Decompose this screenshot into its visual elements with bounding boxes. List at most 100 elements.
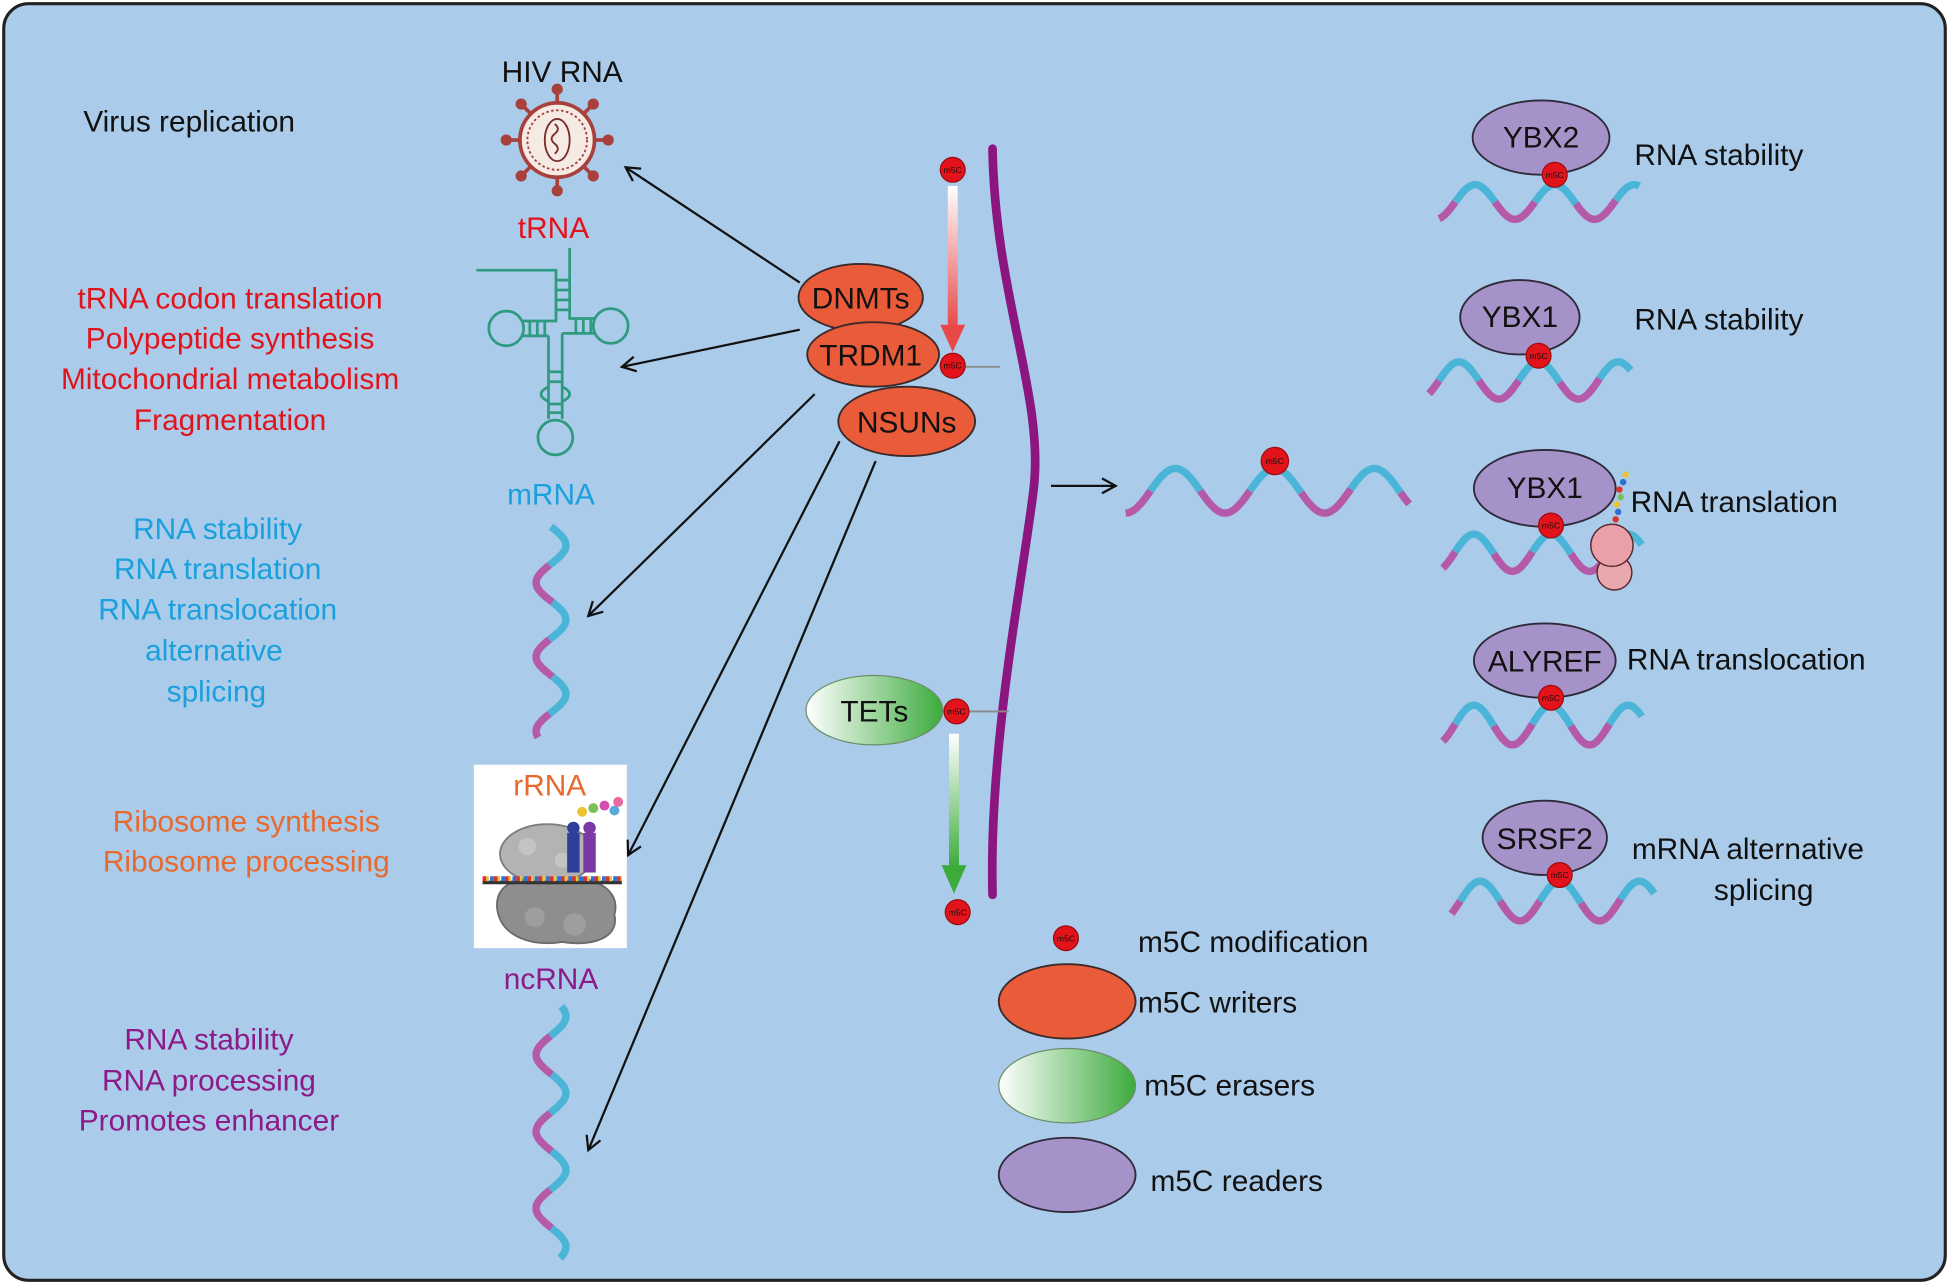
m5c-dot [1546, 861, 1573, 889]
eraser-tets-label: TETs [840, 695, 908, 728]
trna-label: tRNA [518, 212, 589, 245]
rna-strand-segment [532, 1110, 555, 1155]
rna-strand-segment [1197, 488, 1254, 517]
arrow-to-ncrna [585, 460, 877, 1153]
legend-item-erasers: m5C erasers [998, 1047, 1315, 1124]
rna-strand-segment [1612, 180, 1641, 203]
rrna-function-item: Ribosome synthesis [113, 806, 380, 839]
rna-strand-segment [1452, 180, 1499, 205]
rna-strand-segment [1496, 899, 1543, 925]
virus-icon [500, 83, 614, 197]
m5c-dot-label: m5C [1542, 693, 1560, 703]
trna-function-item: Polypeptide synthesis [86, 322, 375, 355]
rrna-label: rRNA [513, 770, 586, 803]
reader-protein-label: YBX1 [1482, 301, 1558, 334]
rna-strand-segment [1448, 899, 1464, 916]
rna-strand-segment [1490, 722, 1536, 749]
rna-strand-segment [532, 636, 555, 680]
m5c-dot-label: m5C [1542, 521, 1560, 531]
legend: m5C m5C modification m5C writers m5C era… [997, 925, 1369, 1214]
ncrna-label: ncRNA [504, 963, 599, 996]
mrna-function-item: splicing [167, 676, 267, 709]
mrna-label: mRNA [507, 478, 595, 511]
rna-backbone-line [987, 144, 1040, 900]
rna-strand-segment [547, 599, 570, 643]
hiv-function: Virus replication [83, 105, 295, 138]
rna-strand-segment [1297, 486, 1354, 517]
trna-cloverleaf-icon [476, 247, 630, 457]
m5c-dot [1541, 161, 1568, 188]
reader-function-label: RNA stability [1634, 139, 1803, 172]
writer-arrows [585, 166, 877, 1153]
reader-protein-label: YBX1 [1507, 472, 1583, 505]
m5c-dot-label: m5C [1551, 870, 1569, 880]
eraser-tets: TETs [805, 674, 944, 746]
ncrna-strand [532, 1004, 570, 1261]
rna-strand-segment [547, 673, 570, 717]
reader-function-label: RNA translocation [1627, 643, 1866, 676]
rna-strand-segment [1347, 464, 1404, 495]
m5c-dot-label: m5C [1546, 170, 1564, 180]
reader-alyref: ALYREF m5C RNA translocation [1440, 622, 1866, 749]
rna-strand-segment [547, 1071, 570, 1116]
writer-nsuns-label: NSUNs [857, 407, 956, 440]
rna-strand-segment [1572, 198, 1619, 224]
svg-text:m5C: m5C [947, 707, 965, 717]
methylation-arrow [940, 185, 966, 352]
arrow-to-mrna [586, 393, 816, 618]
mrna-functions: RNA stability RNA translation RNA transl… [98, 513, 337, 708]
mrna-function-item: RNA translocation [98, 594, 337, 627]
reader-rna-strand [1440, 701, 1645, 749]
ncrna-function-item: RNA stability [124, 1024, 293, 1057]
rna-strand-segment [547, 1148, 570, 1193]
ribosome-icon [1590, 471, 1634, 591]
mrna-function-item: RNA stability [133, 513, 302, 546]
rna-strand-segment [532, 1033, 555, 1078]
m5c-dot [1537, 684, 1565, 711]
arrow-to-rrna [626, 440, 841, 858]
rna-strand-segment [1435, 358, 1482, 383]
mrna-strand [532, 523, 570, 740]
reader-function-label: RNA translation [1631, 486, 1838, 519]
arrow-to-trna [619, 328, 800, 373]
rna-strand-segment [1452, 701, 1497, 729]
reader-protein-label: SRSF2 [1497, 823, 1593, 856]
rna-strand-segment [1556, 376, 1603, 403]
rna-strand-segment [1490, 549, 1536, 576]
ribosome-icon [482, 796, 624, 945]
reader-shape [1471, 99, 1611, 176]
writer-nsuns [837, 385, 977, 458]
legend-label: m5C modification [1138, 926, 1368, 959]
writer-dnmts-label: DNMTs [812, 283, 910, 316]
ncrna-function-item: Promotes enhancer [79, 1104, 339, 1137]
rna-strand-segment [1397, 490, 1413, 507]
rna-strand-segment [547, 523, 570, 569]
svg-text:m5C: m5C [1057, 933, 1075, 943]
rrna-function-item: Ribosome processing [103, 845, 390, 878]
legend-label: m5C readers [1150, 1165, 1322, 1198]
rna-strand-segment [1426, 378, 1443, 397]
writer-trdm1 [806, 321, 940, 388]
svg-text:m5C: m5C [944, 361, 962, 371]
rna-strand-segment [1440, 549, 1459, 571]
rna-strand-segment [549, 1225, 570, 1261]
m5c-dot [1537, 512, 1565, 539]
rna-strand-segment [1437, 199, 1459, 222]
rna-strand-segment [1457, 877, 1504, 904]
legend-label: m5C erasers [1144, 1070, 1315, 1103]
rna-strand-segment [1125, 488, 1154, 517]
writer-complex: DNMTs TRDM1 NSUNs [797, 263, 977, 458]
rna-strand-segment [1577, 897, 1624, 925]
rna-strand-segment [1475, 378, 1522, 403]
reader-protein-label: ALYREF [1488, 646, 1602, 679]
reader-protein-label: YBX2 [1503, 122, 1579, 155]
eraser-tets-shape [805, 674, 944, 746]
rrna-panel: rRNA [473, 764, 627, 949]
reader-ybx1-stability: YBX1 m5C RNA stability [1426, 279, 1804, 403]
m5c-dot: m5C [1260, 446, 1290, 476]
trna-function-item: tRNA codon translation [78, 283, 383, 316]
trna-function-item: Fragmentation [134, 404, 326, 437]
legend-item-readers: m5C readers [997, 1136, 1323, 1214]
writer-trdm1-label: TRDM1 [819, 340, 922, 373]
